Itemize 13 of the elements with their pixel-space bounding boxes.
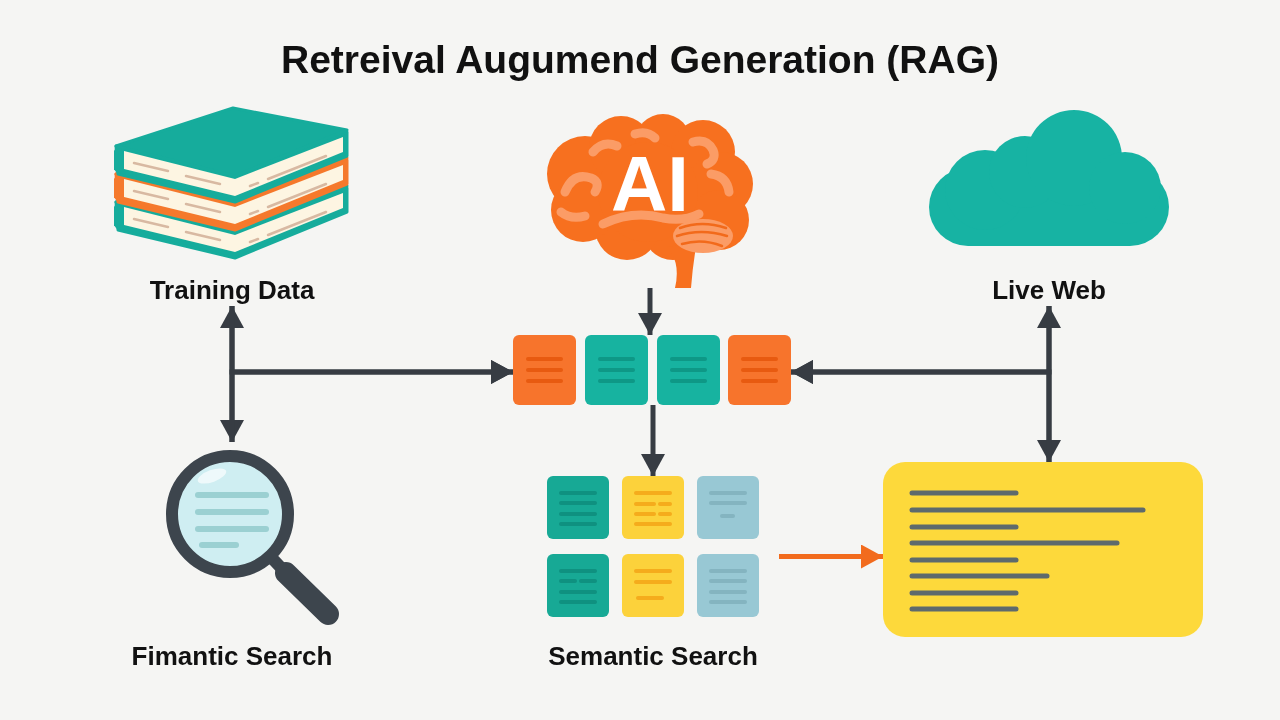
node-label: Live Web: [992, 274, 1106, 306]
document-panel: [883, 462, 1203, 637]
arrow: [638, 288, 662, 335]
arrow: [791, 360, 1052, 462]
arrow: [229, 360, 513, 442]
arrow: [641, 405, 665, 476]
node-label: Semantic Search: [548, 640, 758, 672]
node-label: AI: [611, 145, 689, 223]
diagram-title: Retreival Augumend Generation (RAG): [281, 38, 999, 82]
arrow: [779, 544, 883, 569]
node-label: Training Data: [149, 274, 315, 306]
document-cards: [513, 335, 791, 405]
node-label: Fimantic Search: [131, 640, 333, 672]
